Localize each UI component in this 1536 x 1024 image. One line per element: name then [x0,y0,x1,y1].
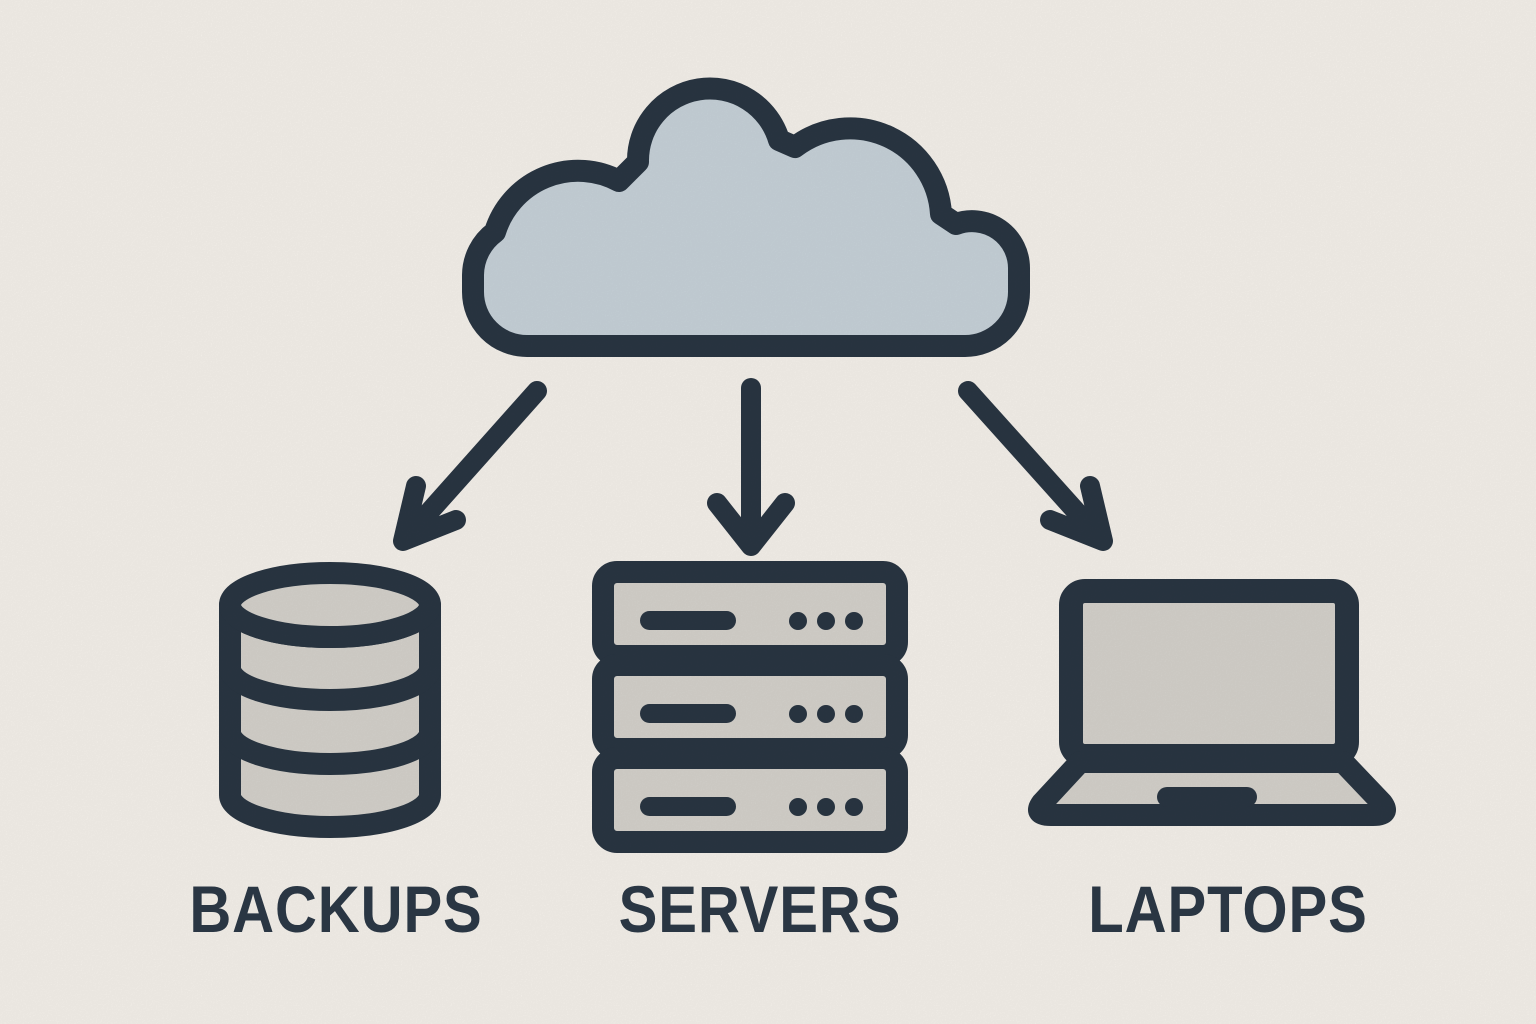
server-led [817,798,835,816]
arrow-to-servers [707,378,795,556]
server-led [817,705,835,723]
server-led [789,612,807,630]
label-backups: BACKUPS [189,872,483,946]
label-servers: SERVERS [618,872,902,946]
server-led [789,705,807,723]
server-unit [592,654,908,760]
server-slot [640,704,736,723]
database-top [219,562,441,648]
label-laptops: LAPTOPS [1088,872,1368,946]
arrow-to-backups [393,381,547,551]
laptop-icon [1028,579,1396,826]
laptop-trackpad-notch [1157,787,1257,807]
server-slot [640,611,736,630]
server-led [845,705,863,723]
cloud-icon [462,77,1030,357]
server-slot [640,797,736,816]
connection-arrows [393,378,1113,556]
cloud-shape [462,77,1030,357]
server-led [789,798,807,816]
laptop-screen [1059,579,1359,768]
server-unit [592,561,908,667]
server-led [845,612,863,630]
database-icon [219,562,441,838]
server-led [845,798,863,816]
arrow-to-laptops [958,381,1113,551]
server-led [817,612,835,630]
server-unit [592,747,908,853]
server-rack-icon [592,561,908,853]
